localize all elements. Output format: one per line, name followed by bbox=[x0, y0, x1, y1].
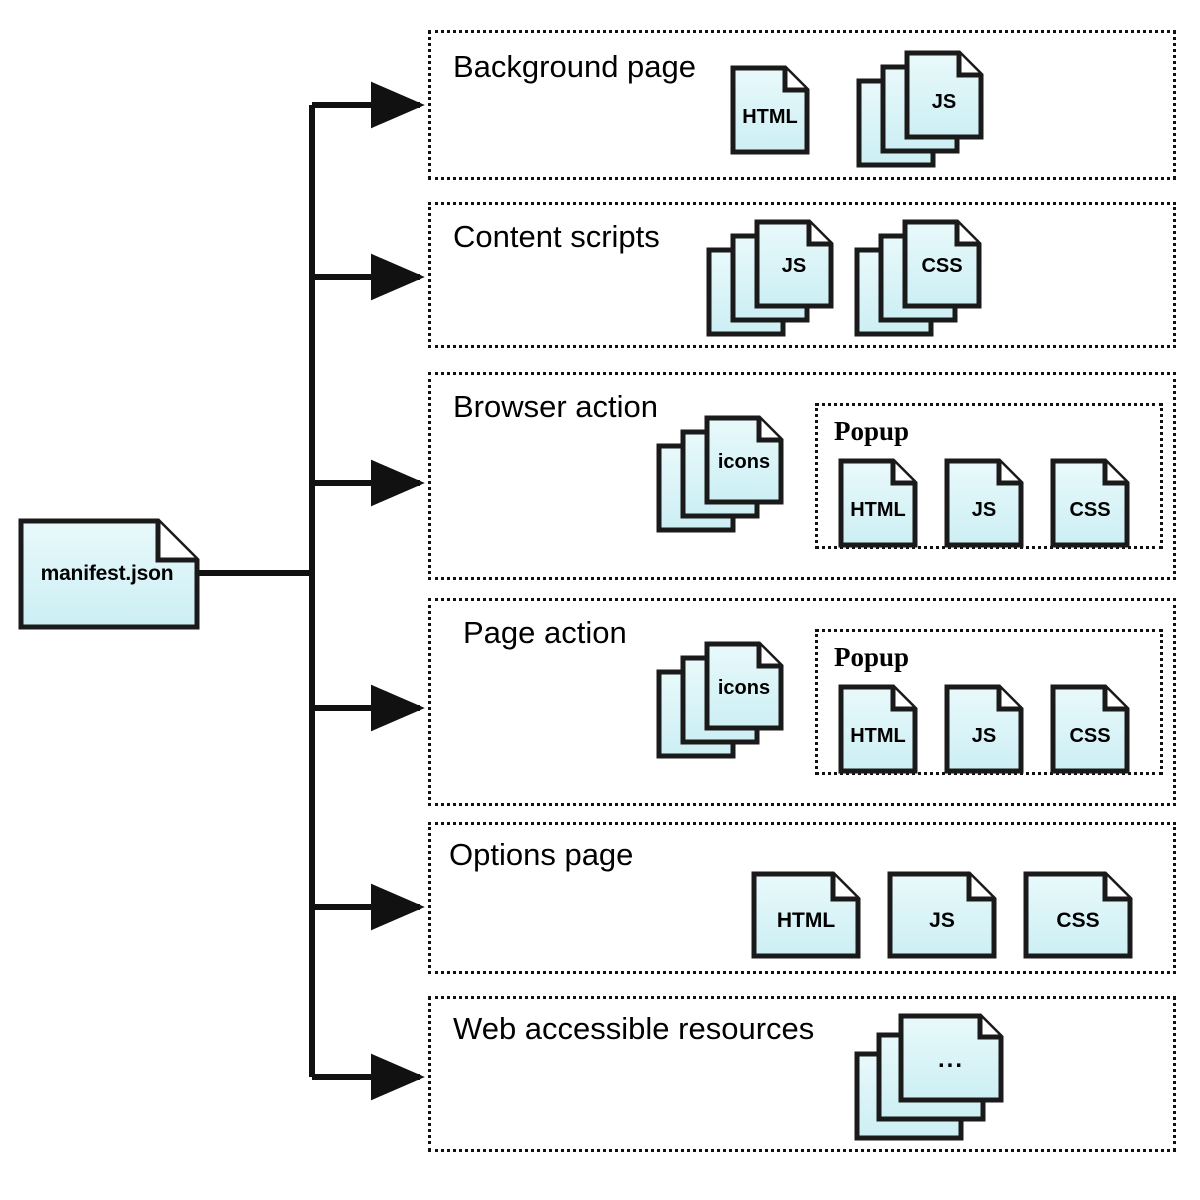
document-icon bbox=[751, 871, 861, 959]
section-title-browser-action: Browser action bbox=[453, 389, 659, 424]
manifest-json-label: manifest.json bbox=[40, 562, 174, 585]
doc-stack-css[interactable]: CSS bbox=[854, 219, 982, 337]
document-icon bbox=[1023, 871, 1133, 959]
popup-box-browser-action[interactable]: Popup HTML JS CSS bbox=[815, 403, 1163, 549]
document-stack-icon bbox=[854, 219, 982, 337]
document-icon bbox=[944, 458, 1024, 548]
section-options-page[interactable]: Options page HTML JS CSS bbox=[428, 822, 1176, 974]
document-icon bbox=[838, 458, 918, 548]
doc-html[interactable]: HTML bbox=[730, 65, 810, 155]
section-page-action[interactable]: Page action icons Popup HTML bbox=[428, 598, 1176, 806]
document-stack-icon bbox=[706, 219, 834, 337]
section-background-page[interactable]: Background page HTML JS bbox=[428, 30, 1176, 180]
doc-css[interactable]: CSS bbox=[1050, 684, 1130, 774]
document-stack-icon bbox=[854, 1013, 1004, 1141]
doc-html[interactable]: HTML bbox=[838, 684, 918, 774]
document-icon bbox=[1050, 458, 1130, 548]
document-icon bbox=[887, 871, 997, 959]
section-web-accessible-resources[interactable]: Web accessible resources ... bbox=[428, 996, 1176, 1152]
doc-stack-js[interactable]: JS bbox=[706, 219, 834, 337]
doc-stack-js[interactable]: JS bbox=[856, 50, 984, 168]
document-icon bbox=[1050, 684, 1130, 774]
popup-title: Popup bbox=[834, 416, 910, 446]
section-title-background-page: Background page bbox=[453, 49, 697, 84]
document-stack-icon bbox=[656, 641, 784, 759]
doc-css[interactable]: CSS bbox=[1050, 458, 1130, 548]
document-stack-icon bbox=[856, 50, 984, 168]
document-icon bbox=[730, 65, 810, 155]
popup-box-page-action[interactable]: Popup HTML JS CSS bbox=[815, 629, 1163, 775]
doc-stack-icons[interactable]: icons bbox=[656, 415, 784, 533]
section-content-scripts[interactable]: Content scripts JS CSS bbox=[428, 202, 1176, 348]
document-icon bbox=[18, 518, 200, 630]
doc-html[interactable]: HTML bbox=[838, 458, 918, 548]
doc-css[interactable]: CSS bbox=[1023, 871, 1133, 959]
doc-stack-resources[interactable]: ... bbox=[854, 1013, 1004, 1141]
doc-html[interactable]: HTML bbox=[751, 871, 861, 959]
section-title-page-action: Page action bbox=[463, 615, 627, 650]
section-browser-action[interactable]: Browser action icons Popup HTML bbox=[428, 372, 1176, 580]
popup-title: Popup bbox=[834, 642, 910, 672]
manifest-json-node[interactable]: manifest.json bbox=[18, 518, 200, 630]
section-title-web-accessible-resources: Web accessible resources bbox=[453, 1011, 815, 1046]
document-icon bbox=[838, 684, 918, 774]
document-stack-icon bbox=[656, 415, 784, 533]
section-title-options-page: Options page bbox=[449, 837, 634, 872]
doc-stack-icons[interactable]: icons bbox=[656, 641, 784, 759]
section-title-content-scripts: Content scripts bbox=[453, 219, 660, 254]
doc-js[interactable]: JS bbox=[944, 684, 1024, 774]
document-icon bbox=[944, 684, 1024, 774]
doc-js[interactable]: JS bbox=[944, 458, 1024, 548]
doc-js[interactable]: JS bbox=[887, 871, 997, 959]
